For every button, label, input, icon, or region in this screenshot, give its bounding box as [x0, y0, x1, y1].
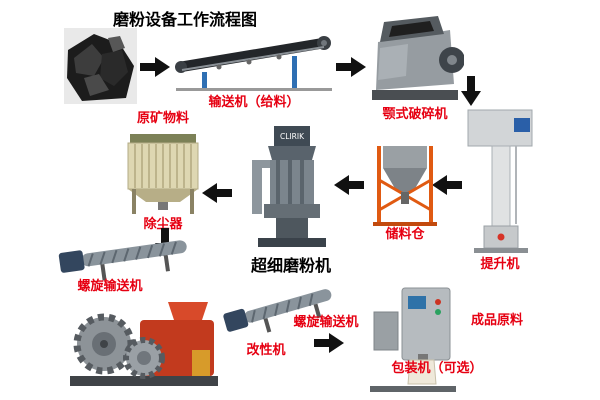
- label-bucket-elevator: 提升机: [480, 257, 520, 272]
- mill-logo: CLIRIK: [280, 132, 305, 141]
- label-screw-conveyor-mid: 螺旋输送机: [293, 315, 359, 330]
- label-raw-material: 原矿物料: [136, 111, 189, 126]
- label-jaw-crusher: 颚式破碎机: [382, 107, 448, 122]
- flow-arrow-left-6: [202, 182, 232, 204]
- screw-conveyor-left-image: [56, 232, 196, 288]
- flow-arrow-left-4: [432, 174, 462, 196]
- raw-material-photo: [64, 28, 137, 104]
- label-conveyor-feed: 输送机（给料）: [208, 95, 300, 110]
- label-finished-material: 成品原料: [470, 313, 523, 328]
- flow-arrow-right-1: [140, 56, 170, 78]
- label-packing-machine: 包装机（可选）: [391, 361, 483, 376]
- flow-arrow-left-5: [334, 174, 364, 196]
- flow-arrow-right-8: [314, 332, 344, 354]
- modifier-machine-image: [68, 296, 220, 390]
- coal-rocks-image: [64, 28, 137, 104]
- screw-conveyor-mid-image: [222, 282, 340, 340]
- label-screw-conveyor-left: 螺旋输送机: [77, 279, 143, 294]
- jaw-crusher-image: [366, 14, 464, 106]
- ultrafine-mill-image: CLIRIK: [244, 124, 338, 250]
- belt-conveyor-image: [174, 26, 334, 94]
- page-title: 磨粉设备工作流程图: [113, 10, 258, 29]
- storage-silo-image: [368, 140, 442, 228]
- flow-arrow-down-3: [460, 76, 482, 106]
- bucket-elevator-image: [458, 106, 542, 256]
- packing-machine-image: [368, 284, 458, 394]
- flow-arrow-right-2: [336, 56, 366, 78]
- label-modifier-machine: 改性机: [246, 343, 286, 358]
- dust-collector-image: [122, 132, 204, 216]
- label-ultrafine-mill: 超细磨粉机: [250, 256, 331, 275]
- label-dust-collector: 除尘器: [143, 217, 183, 232]
- label-storage-silo: 储料仓: [385, 227, 425, 242]
